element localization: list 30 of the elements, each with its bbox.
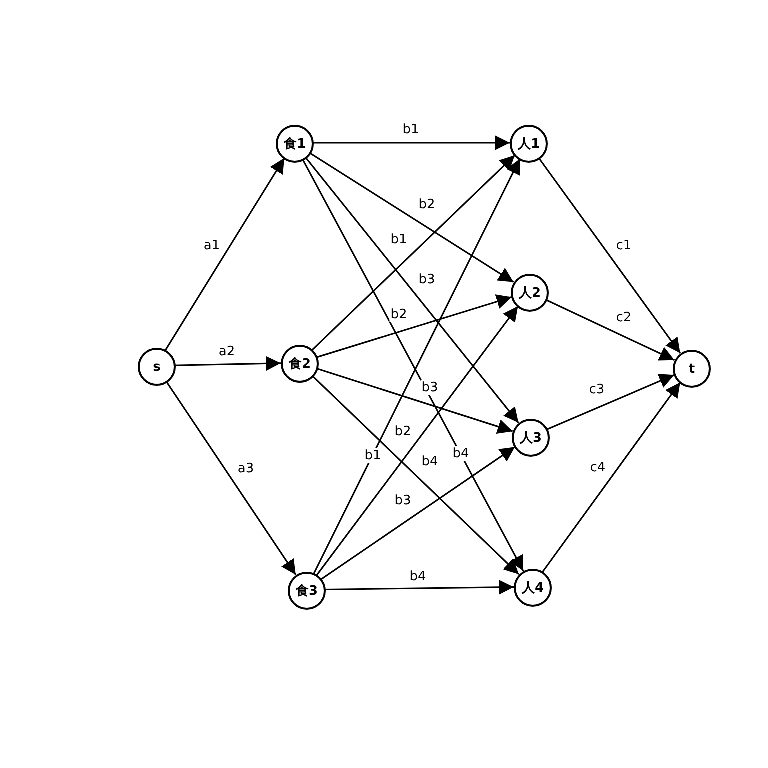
arrow bbox=[320, 446, 516, 581]
arrow bbox=[304, 156, 520, 424]
node-circle: 食3 bbox=[288, 572, 326, 610]
node-circle: 食1 bbox=[276, 125, 314, 163]
arrow bbox=[538, 157, 682, 354]
arrow bbox=[316, 368, 514, 434]
edge-label: b4 bbox=[452, 446, 470, 462]
arrow bbox=[311, 374, 520, 576]
arrow bbox=[311, 154, 516, 352]
arrow bbox=[316, 294, 512, 358]
node-circle: 人4 bbox=[514, 569, 552, 607]
arrow bbox=[544, 298, 676, 362]
arrow bbox=[316, 306, 519, 576]
arrow bbox=[165, 380, 297, 576]
node-circle: t bbox=[673, 350, 711, 388]
node-circle: 人2 bbox=[511, 274, 549, 312]
arrow bbox=[174, 356, 282, 372]
arrow bbox=[542, 382, 682, 573]
arrow bbox=[324, 580, 514, 595]
arrow bbox=[546, 374, 675, 431]
arrow bbox=[312, 136, 510, 150]
arrow bbox=[164, 158, 286, 352]
edge-label: b1 bbox=[364, 448, 382, 464]
arrow bbox=[308, 152, 514, 284]
node-circle: 人3 bbox=[512, 419, 550, 457]
node-circle: 人1 bbox=[510, 125, 548, 163]
edge-label: b2 bbox=[390, 308, 408, 322]
node-circle: 食2 bbox=[281, 345, 319, 383]
edge-label: b3 bbox=[420, 380, 440, 396]
node-circle: s bbox=[138, 348, 176, 386]
